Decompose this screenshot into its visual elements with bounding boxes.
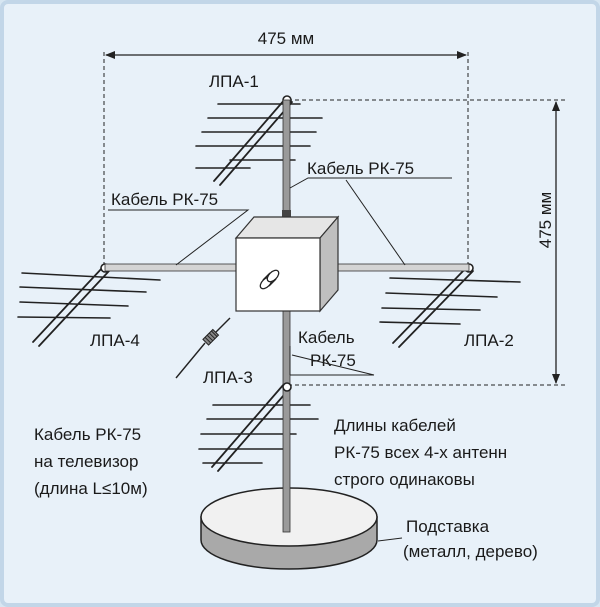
width-dimension-label: 475 мм xyxy=(258,29,314,48)
mast xyxy=(282,99,292,533)
antenna-lpa3 xyxy=(198,383,319,472)
cable-label-top-right: Кабель РК-75 xyxy=(307,159,414,178)
antenna-lpa1 xyxy=(195,95,323,186)
antenna-lpa3-label: ЛПА-3 xyxy=(203,368,253,387)
tv-cable-note-line3: (длина L≤10м) xyxy=(34,479,148,498)
coax-connector-icon xyxy=(259,269,280,290)
dimension-lines xyxy=(103,51,565,386)
tv-cable-plug-icon xyxy=(175,317,231,379)
tv-cable-note-line1: Кабель РК-75 xyxy=(34,425,141,444)
stand-note-line2: (металл, дерево) xyxy=(403,542,538,561)
height-dimension-label: 475 мм xyxy=(536,192,555,248)
junction-box xyxy=(234,215,340,313)
cable-label-center-line2: РК-75 xyxy=(310,351,356,370)
antenna-lpa4-label: ЛПА-4 xyxy=(90,331,140,350)
cable-lengths-note: Длины кабелей РК-75 всех 4-х антенн стро… xyxy=(334,416,507,489)
stand-note-line1: Подставка xyxy=(406,517,490,536)
tv-cable-note-line2: на телевизор xyxy=(34,452,138,471)
cable-label-center-line1: Кабель xyxy=(298,328,355,347)
cable-lengths-note-line2: РК-75 всех 4-х антенн xyxy=(334,443,507,462)
cable-lengths-note-line1: Длины кабелей xyxy=(334,416,456,435)
tv-cable-note: Кабель РК-75 на телевизор (длина L≤10м) xyxy=(34,425,148,498)
stand-note: Подставка (металл, дерево) xyxy=(403,517,538,561)
antenna-lpa2-label: ЛПА-2 xyxy=(464,331,514,350)
cable-label-left: Кабель РК-75 xyxy=(111,190,218,209)
cable-lengths-note-line3: строго одинаковы xyxy=(334,470,475,489)
antenna-lpa2 xyxy=(379,263,521,348)
antenna-lpa1-label: ЛПА-1 xyxy=(209,72,259,91)
leader-lines xyxy=(108,177,452,542)
